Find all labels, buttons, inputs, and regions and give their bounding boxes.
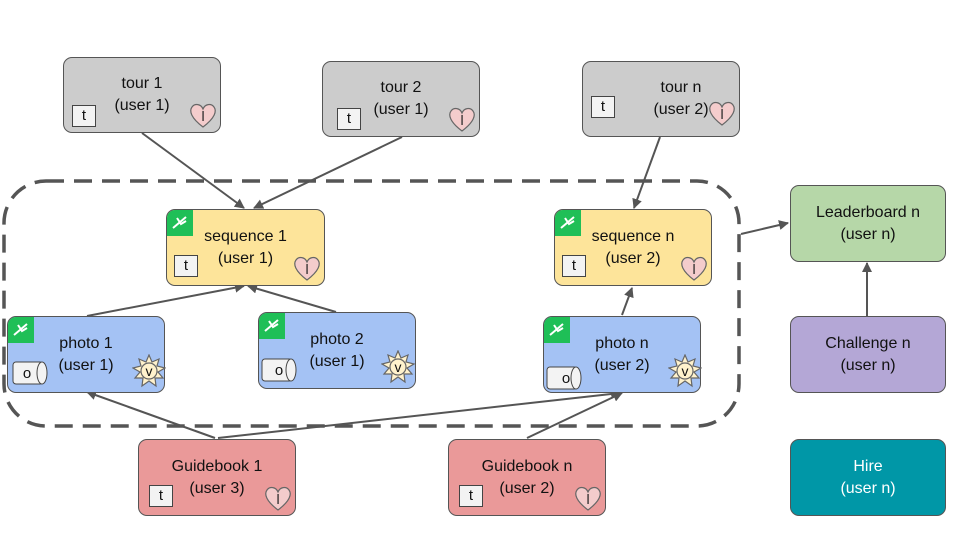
tour-1-label: tour 1 (user 1): [114, 75, 170, 114]
tag-t-icon: t: [562, 255, 586, 277]
arrow-photon-sequencen: [621, 287, 634, 316]
photo-n-label: photo n (user 2): [594, 334, 650, 374]
hire-node[interactable]: Hire (user n): [790, 439, 946, 516]
photo-n-node[interactable]: photo n (user 2) o v: [543, 316, 702, 393]
sun-icon: v: [132, 354, 166, 388]
heart-icon: l: [709, 101, 735, 126]
heart-glyph: l: [305, 261, 308, 277]
badge-icon: [167, 210, 193, 236]
heart-icon: l: [190, 103, 216, 128]
sun-glyph: v: [682, 363, 689, 379]
arrow-tour1-sequence1: [141, 132, 245, 209]
heart-icon: l: [681, 256, 707, 281]
arrow-guidebookn-photon: [526, 392, 623, 439]
cylinder-glyph: o: [23, 365, 31, 382]
challenge-label: Challenge n (user n): [825, 334, 911, 374]
cylinder-glyph: o: [275, 362, 283, 379]
guidebook-n-node[interactable]: Guidebook n (user 2) t l: [448, 439, 606, 516]
cylinder-icon: o: [546, 366, 582, 390]
heart-glyph: l: [692, 261, 695, 277]
heart-icon: l: [575, 486, 601, 511]
cylinder-icon: o: [12, 361, 48, 385]
tour-2-node[interactable]: tour 2 (user 1) t l: [322, 61, 480, 137]
heart-glyph: l: [586, 491, 589, 507]
heart-icon: l: [449, 107, 475, 132]
sun-icon: v: [381, 350, 415, 384]
guidebook-1-node[interactable]: Guidebook 1 (user 3) t l: [138, 439, 296, 516]
tag-t-icon: t: [337, 108, 361, 130]
sequence-1-node[interactable]: sequence 1 (user 1) t l: [166, 209, 325, 286]
sequence-n-label: sequence n (user 2): [591, 227, 675, 267]
tour-n-node[interactable]: tour n (user 2) t l: [582, 61, 740, 137]
arrow-guidebook1-photo1: [86, 390, 216, 439]
heart-glyph: l: [276, 491, 279, 507]
heart-glyph: l: [460, 112, 463, 128]
guidebook-1-label: Guidebook 1 (user 3): [171, 457, 263, 497]
heart-icon: l: [294, 256, 320, 281]
arrow-photo2-sequence1: [247, 283, 337, 313]
arrow-tour2-sequence1: [253, 136, 403, 209]
leaderboard-node[interactable]: Leaderboard n (user n): [790, 185, 946, 262]
tag-t-icon: t: [149, 485, 173, 507]
tour-2-label: tour 2 (user 1): [373, 79, 429, 118]
tag-t-icon: t: [591, 96, 615, 118]
tag-t-icon: t: [459, 485, 483, 507]
challenge-node[interactable]: Challenge n (user n): [790, 316, 946, 393]
badge-icon: [555, 210, 581, 236]
tour-n-label: tour n (user 2): [653, 79, 709, 118]
photo-1-node[interactable]: photo 1 (user 1) o v: [7, 316, 166, 393]
arrow-group-leaderboard: [740, 220, 789, 235]
heart-glyph: l: [201, 108, 204, 124]
photo-2-node[interactable]: photo 2 (user 1) o v: [258, 312, 416, 389]
cylinder-glyph: o: [562, 370, 570, 387]
cylinder-icon: o: [261, 358, 297, 382]
heart-icon: l: [265, 486, 291, 511]
group-boundary: [2, 179, 741, 428]
photo-1-label: photo 1 (user 1): [58, 334, 114, 374]
tour-1-node[interactable]: tour 1 (user 1) t l: [63, 57, 221, 133]
photo-2-label: photo 2 (user 1): [309, 330, 365, 370]
sequence-n-node[interactable]: sequence n (user 2) t l: [554, 209, 712, 286]
leaderboard-label: Leaderboard n (user n): [815, 203, 921, 243]
heart-glyph: l: [720, 106, 723, 122]
tag-t-icon: t: [174, 255, 198, 277]
hire-label: Hire (user n): [840, 457, 896, 497]
badge-icon: [544, 317, 570, 343]
guidebook-n-label: Guidebook n (user 2): [481, 457, 573, 497]
badge-icon: [259, 313, 285, 339]
sequence-1-label: sequence 1 (user 1): [204, 227, 287, 267]
sun-glyph: v: [395, 359, 402, 375]
arrow-guidebook1-photon: [217, 389, 621, 439]
sun-icon: v: [668, 354, 702, 388]
sun-glyph: v: [146, 363, 153, 379]
arrow-photo1-sequence1: [86, 282, 245, 317]
badge-icon: [8, 317, 34, 343]
tag-t-icon: t: [72, 105, 96, 127]
arrow-tourn-sequencen: [632, 136, 661, 209]
